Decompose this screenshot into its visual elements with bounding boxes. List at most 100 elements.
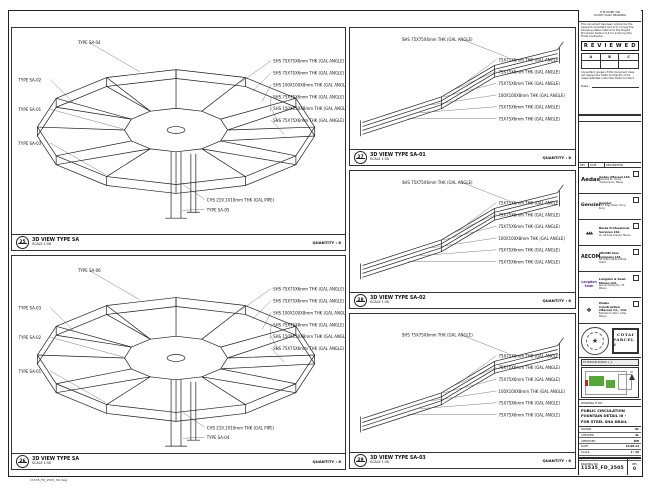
panel-25-canopy-view: TYPE SA-04 TYPE SA-02 TYPE SA-01 TYPE SA… <box>11 27 346 251</box>
key-plan: P3 PODIUM PARCEL 1_2 N <box>579 358 641 400</box>
leader-lines <box>407 182 509 262</box>
annotation-label: 75X75X6mm THK (GAL ANGLE) <box>498 248 560 253</box>
project-line-2: PARCEL 3 <box>613 337 635 347</box>
project-line-1: COTAI <box>617 332 634 338</box>
seal-star-icon: ★ <box>591 336 599 345</box>
annotation-label: 75X75X6mm THK (GAL ANGLE) <box>498 413 560 418</box>
beam-wireframe <box>360 184 564 280</box>
company-seal: ★ <box>581 326 609 355</box>
review-intro-text: This document has been noticed by the re… <box>581 23 634 39</box>
north-arrow-icon: N <box>627 371 636 380</box>
view-caption: 28 3D VIEW TYPE SA-02 SCALE 1:50 QUANTIT… <box>350 292 575 308</box>
annotation-label: TYPE SA-05 <box>206 207 230 212</box>
quantity-note: QUANTITY : 8 <box>542 458 571 464</box>
firm-address: Alameda Dr. Carlos d'Assumpcao, Macau <box>599 178 624 185</box>
annotation-label: SHS 75X75X6mm THK (GAL ANGLE) <box>273 94 345 99</box>
annotation-label: CHS 219.1X10mm THK (GAL PIPE) <box>207 425 275 430</box>
annotation-label: TYPE SA-03 <box>18 141 42 146</box>
annotation-label: 75X75X6mm THK (GAL ANGLE) <box>498 260 560 265</box>
contractor-name: Hsabo Construction (Macau) Co., Ltd. <box>599 301 627 313</box>
panel-28-beam-view: SHS 75X75X6mm THK (GAL ANGLE) 75X75X6mm … <box>349 170 576 309</box>
annotation-label: 75X75X6mm THK (GAL ANGLE) <box>498 117 560 122</box>
key-plan-header: P3 PODIUM PARCEL 1_2 <box>581 359 639 366</box>
view-title: 3D VIEW TYPE SA-01 <box>370 153 426 159</box>
annotation-label: SHS 75X75X6mm THK (GAL ANGLE) <box>273 118 345 123</box>
revision-table: REV. DATE DESCRIPTION <box>579 115 641 168</box>
status-a: A <box>582 53 601 61</box>
gensler-logo: Gensler <box>581 203 601 209</box>
consultant-barza: ▲▲▲ Barza Professional Services Ltd. Av.… <box>579 220 641 246</box>
reviewed-stamp: R E V I E W E D <box>581 40 639 51</box>
annotation-label: 75X75X6mm THK (GAL ANGLE) <box>498 57 560 62</box>
drawing-title-block: DRAWING TITLE PUBLIC CIRCULATION FOUNTAI… <box>579 400 641 462</box>
annotation-label: 75X75X6mm THK (GAL ANGLE) <box>498 69 560 74</box>
canopy-3d-view-2: TYPE SA-06 TYPE SA-03 TYPE SA-02 TYPE SA… <box>18 268 345 447</box>
annotation-label: TYPE SA-04 <box>77 40 101 45</box>
titleblock-note: IF IN DOUBT ASK DO NOT SCALE DRAWINGS <box>579 10 641 22</box>
seal-row: ★ COTAI PARCEL 3 <box>579 324 641 358</box>
field-value: KC <box>635 427 639 432</box>
description-col-header: DESCRIPTION <box>606 163 623 167</box>
file-path-note: 11535_FD_2505_3D.dwg <box>30 478 68 482</box>
annotation-label: SHS 150X150X8mm THK (GAL ANGLE) <box>273 106 345 111</box>
date-label: Date : <box>581 83 591 88</box>
view-caption: 25 3D VIEW TYPE SA SCALE 1:50 QUANTITY :… <box>12 234 345 250</box>
drawing-title-text: PUBLIC CIRCULATION FOUNTAIN DETAIL III -… <box>579 407 641 426</box>
annotation-label: SHS 75X75X6mm THK (GAL ANGLE) <box>273 287 345 292</box>
annotation-label: SHS 75X75X6mm THK (GAL ANGLE) <box>402 333 473 338</box>
annotation-label: 75X75X6mm THK (GAL ANGLE) <box>498 212 560 217</box>
contractor-block: ❖ Hsabo Construction (Macau) Co., Ltd. E… <box>579 298 641 324</box>
north-arrow-triangle <box>628 373 635 380</box>
consultant-aedas: Aedas Aedas (Macau) Ltd. Alameda Dr. Car… <box>579 168 641 194</box>
drawing-title-label: DRAWING TITLE <box>579 400 641 407</box>
view-title: 3D VIEW TYPE SA-02 <box>370 296 426 302</box>
annotation-label: TYPE SA-01 <box>18 107 42 112</box>
status-b-mark <box>601 60 620 68</box>
field-checked: CHECKED SL <box>579 433 641 439</box>
firm-address: Av. da Praia Grande, Macau <box>599 233 631 237</box>
annotation-label: TYPE SA-03 <box>18 305 42 310</box>
annotation-label: 75X75X6mm THK (GAL ANGLE) <box>498 224 560 229</box>
view-title: 3D VIEW TYPE SA <box>32 238 80 244</box>
status-c-mark <box>619 61 638 68</box>
field-label: APPROVED <box>581 438 596 443</box>
mountain-logo: ▲▲▲ <box>585 229 593 235</box>
field-value: 10.06.13 <box>625 444 639 449</box>
annotation-label: SHS 75X75X6mm THK (GAL ANGLE) <box>273 299 345 304</box>
contractor-logo: ❖ <box>586 306 592 314</box>
drawing-number-bar: DRAWING NO. 11535_FD_2505 REV 0 <box>579 458 641 475</box>
quantity-note: QUANTITY : 8 <box>542 298 571 304</box>
firm-address: 21/F Edge Tower, Hong Kong <box>599 204 626 211</box>
canopy-3d-view-1: TYPE SA-04 TYPE SA-02 TYPE SA-01 TYPE SA… <box>18 40 345 219</box>
annotation-label: 75X75X6mm THK (GAL ANGLE) <box>498 105 560 110</box>
field-scale: SCALE 1 : 50 <box>579 450 641 456</box>
revision-row <box>579 121 641 127</box>
leader-lines <box>50 270 285 439</box>
view-scale: SCALE 1:50 <box>32 242 52 247</box>
annotation-label: SHS 75X75X6mm THK (GAL ANGLE) <box>273 322 345 327</box>
annotation-label: SHS 150X150X8mm THK (GAL ANGLE) <box>273 334 345 339</box>
panel-27-beam-view: SHS 75X75X6mm THK (GAL ANGLE) 75X75X6mm … <box>349 27 576 166</box>
title-line-2: FOUNTAIN DETAIL III - <box>581 414 627 419</box>
annotation-label: TYPE SA-01 <box>18 369 42 374</box>
key-plan-highlight-green <box>589 376 604 386</box>
key-plan-building-outline <box>618 374 632 390</box>
canopy-wireframe <box>36 69 316 219</box>
note-line-1: IF IN DOUBT ASK <box>599 11 621 14</box>
quantity-note: QUANTITY : 8 <box>542 155 571 161</box>
field-value: SL <box>635 432 639 437</box>
view-scale: SCALE 1:50 <box>370 460 390 465</box>
beam-wireframe <box>360 41 564 137</box>
quantity-note: QUANTITY : 8 <box>312 240 341 246</box>
beam-3d-view-2: SHS 75X75X6mm THK (GAL ANGLE) 75X75X6mm … <box>360 180 565 280</box>
view-scale: SCALE 1:50 <box>32 461 52 466</box>
panel-29-beam-view: SHS 75X75X6mm THK (GAL ANGLE) 75X75X6mm … <box>349 313 576 469</box>
annotation-label: CHS 219.1X10mm THK (GAL PIPE) <box>207 197 275 202</box>
drawing-info-fields: DRAWN KC CHECKED SL APPROVED WH DATE 10.… <box>579 425 641 462</box>
status-b: B <box>600 53 620 61</box>
consultant-langdon-seah: Langdon Seah Langdon & Seah Macau Ltd. R… <box>579 272 641 298</box>
field-label: DATE <box>581 444 588 449</box>
view-scale: SCALE 1:50 <box>370 300 390 305</box>
firm-address: 8/F Grand Central Plaza, Shatin <box>599 258 627 265</box>
beam-wireframe <box>360 337 564 433</box>
